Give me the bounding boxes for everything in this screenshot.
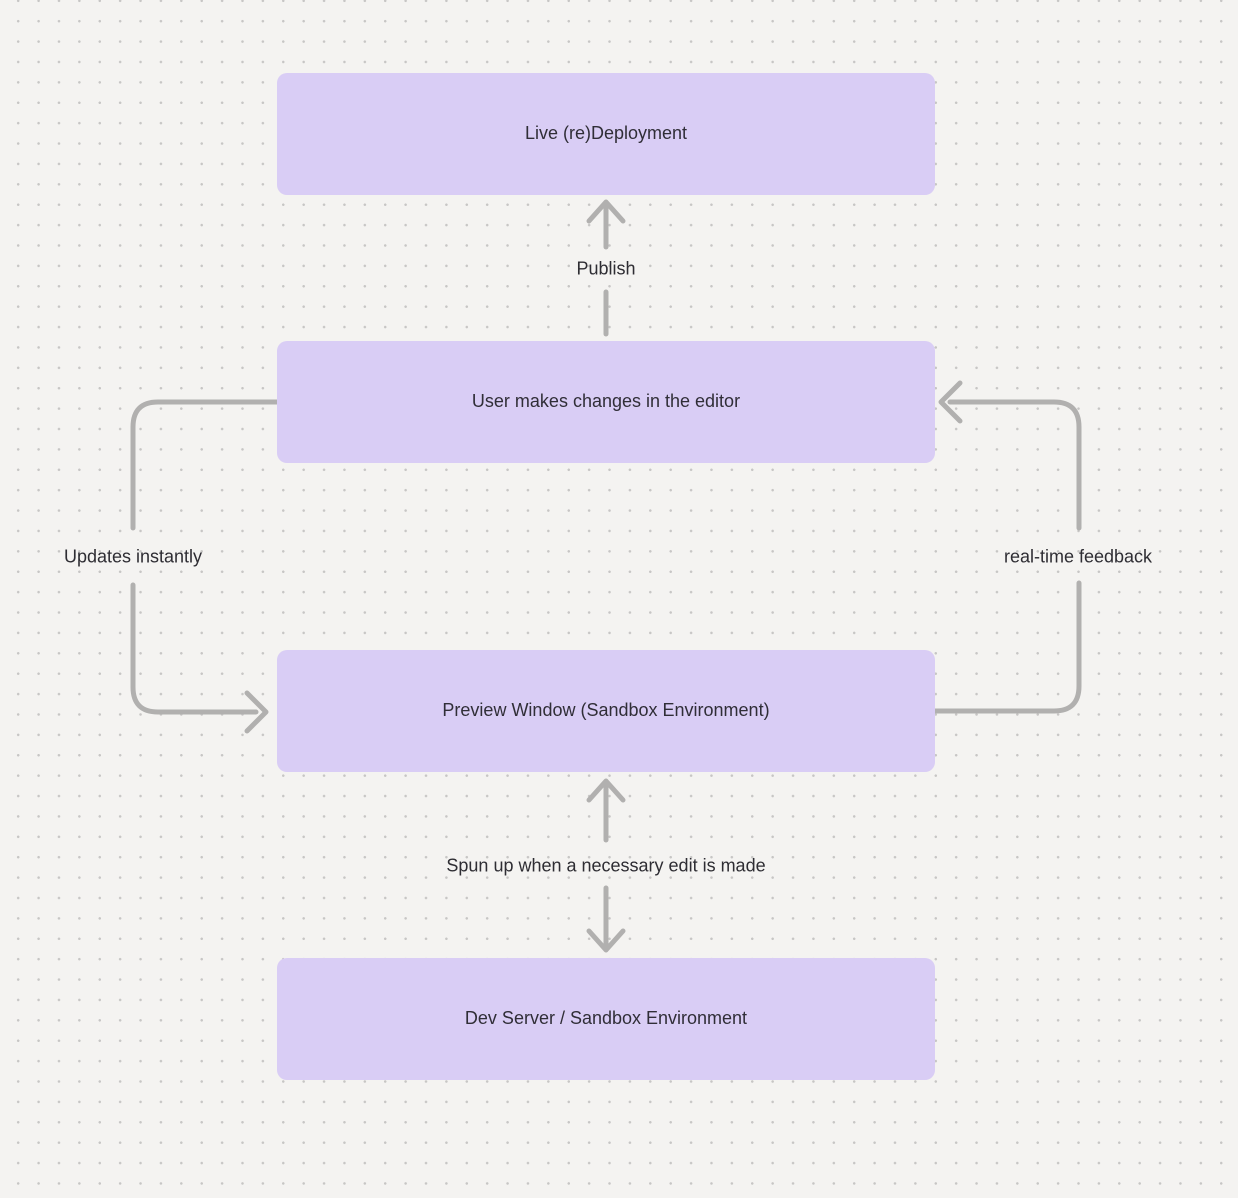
edge-label-publish: Publish — [576, 258, 636, 279]
node-preview-window: Preview Window (Sandbox Environment) — [277, 650, 935, 772]
updates-instantly-arrowhead-right-icon — [244, 690, 269, 734]
publish-arrowhead-up-icon — [586, 199, 626, 224]
spun-up-arrowhead-up-icon — [586, 778, 626, 803]
real-time-feedback-upper-segment — [947, 399, 1082, 531]
node-user-editor-label: User makes changes in the editor — [471, 391, 741, 412]
node-user-editor: User makes changes in the editor — [277, 341, 935, 463]
updates-instantly-upper-segment — [130, 399, 280, 531]
edge-label-spun-up: Spun up when a necessary edit is made — [446, 855, 766, 876]
node-live-redeployment: Live (re)Deployment — [277, 73, 935, 195]
updates-instantly-lower-segment — [130, 582, 259, 715]
edge-label-updates-instantly: Updates instantly — [63, 546, 203, 567]
node-preview-window-label: Preview Window (Sandbox Environment) — [442, 700, 770, 721]
node-live-redeployment-label: Live (re)Deployment — [524, 123, 688, 144]
node-dev-server: Dev Server / Sandbox Environment — [277, 958, 935, 1080]
node-dev-server-label: Dev Server / Sandbox Environment — [464, 1008, 748, 1029]
real-time-feedback-lower-segment — [932, 580, 1082, 714]
real-time-feedback-arrowhead-left-icon — [938, 380, 963, 424]
spun-up-arrowhead-down-icon — [586, 928, 626, 953]
edge-label-real-time-feedback: real-time feedback — [1003, 546, 1153, 567]
